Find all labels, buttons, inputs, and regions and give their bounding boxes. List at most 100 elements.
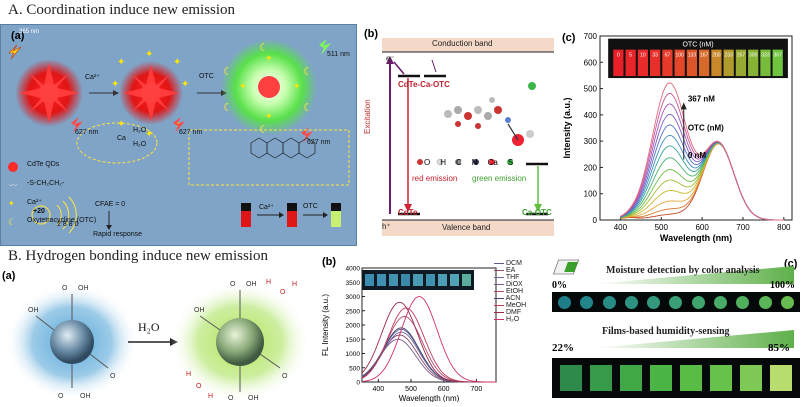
- svg-text:☾: ☾: [223, 102, 233, 114]
- cdte-qd-1: [15, 59, 83, 127]
- svg-text:☾: ☾: [8, 217, 16, 227]
- emission-lightning-icon-3: [301, 127, 313, 143]
- vial-h2o: [461, 274, 471, 286]
- svg-text:O: O: [110, 373, 116, 380]
- electron-label: e⁻: [386, 54, 395, 63]
- excitation-label: Excitation: [363, 99, 372, 134]
- solvent-spectrum-line: [361, 296, 496, 383]
- panel-b-b-label: (b): [322, 256, 337, 268]
- plot-frame: [599, 35, 793, 221]
- y-tick-label: 300: [584, 137, 598, 146]
- x-tick-label: 500: [655, 223, 669, 232]
- moisture-dot-4: [624, 295, 638, 309]
- conduction-band: [382, 38, 554, 52]
- svg-text:O: O: [280, 289, 286, 296]
- svg-text:O: O: [196, 383, 202, 390]
- energy-diagram: [382, 51, 554, 221]
- solvent-legend: DCM EA THF DiOX EtOH ACN MeOH DMF H₂O: [494, 260, 526, 323]
- y-tick-label: 700: [584, 32, 598, 41]
- svg-text:OH: OH: [80, 393, 91, 400]
- top-conc-label: 367 nM: [688, 95, 715, 104]
- moisture-title: Moisture detection by color analysis: [606, 265, 760, 276]
- panel-a-a-legend: 〰 ✦ ☾: [8, 162, 18, 227]
- x-tick-label: 400: [614, 223, 628, 232]
- otc-vial-label: 0: [617, 53, 620, 59]
- ca-h2o-2: H₂O: [133, 141, 147, 148]
- ca-charge: +20: [33, 208, 45, 215]
- x-axis-label: Wavelength (nm): [399, 394, 460, 402]
- atom-legend-labels: O H C N Ca S: [424, 158, 513, 167]
- svg-text:✦: ✦: [8, 199, 15, 208]
- otc-vial-label: 100: [675, 53, 684, 59]
- solvent-vial-strip: [362, 270, 474, 290]
- svg-text:OH: OH: [28, 307, 39, 314]
- legend-otc: Oxytetracycline (OTC): [27, 217, 97, 224]
- legend-meoh: MeOH: [494, 302, 526, 309]
- svg-text:O: O: [58, 393, 64, 400]
- otc-vial-label: 10: [640, 53, 646, 59]
- solvent-spectrum-line: [361, 301, 496, 383]
- cdte-qd-2: ✦✦✦ ✦✦✦ ✦✦: [111, 49, 189, 140]
- otc-vial: [723, 49, 734, 77]
- legend-ea: EA: [494, 267, 526, 274]
- film-square-4: [650, 365, 672, 391]
- moisture-dot-8: [714, 295, 728, 309]
- moisture-dot-5: [647, 295, 661, 309]
- rapid-response: Rapid response: [93, 231, 143, 238]
- otc-vial: [625, 49, 636, 77]
- cdte-ca-otc-qd: ✦✦✦✦ ☾☾☾ ☾☾☾: [221, 39, 317, 136]
- otc-vial-label: 133: [688, 53, 697, 59]
- emission-627-c: 627 nm: [307, 139, 331, 146]
- section-a-title: A. Coordination induce new emission: [8, 2, 236, 18]
- uv-wavelength: 365 nm: [19, 29, 40, 35]
- y-tick-label: 600: [584, 58, 598, 67]
- ca-arrow-label: Ca²⁺: [85, 74, 100, 81]
- green-emission-label: green emission: [472, 174, 527, 183]
- emission-511: 511 nm: [327, 51, 350, 58]
- y-tick-label: 400: [584, 111, 598, 120]
- atom-legend: [417, 158, 513, 166]
- otc-spectrum-line: [620, 82, 784, 221]
- green-lightning-icon: [319, 39, 331, 55]
- y-tick-label: 100: [584, 190, 598, 199]
- otc-arrow-label: OTC: [199, 73, 214, 80]
- otc-label: OTC (nM): [688, 124, 724, 133]
- svg-text:✦: ✦: [111, 79, 119, 90]
- otc-vial-label: 333: [761, 53, 770, 59]
- svg-text:☾: ☾: [303, 102, 313, 114]
- electron-config: 2 8 8 0: [57, 221, 79, 228]
- x-tick-label: 700: [471, 386, 483, 393]
- svg-text:☾: ☾: [223, 66, 233, 78]
- moisture-dot-1: [558, 295, 571, 309]
- vial-acn: [425, 274, 435, 286]
- ca-atom-diagram: [31, 196, 77, 234]
- otc-vial: [699, 49, 710, 77]
- otc-vial: [760, 49, 771, 77]
- emission-lightning-icon-2: [173, 117, 185, 133]
- x-tick-label: 400: [372, 386, 384, 393]
- x-tick-label: 600: [438, 386, 450, 393]
- red-emission-label: red emission: [412, 174, 458, 183]
- vial-dmf: [449, 274, 459, 286]
- film-square-3: [620, 365, 642, 391]
- panel-a-a-illustration: (a) ✦✦✦ ✦✦✦ ✦✦: [8, 30, 350, 234]
- film-square-8: [770, 365, 792, 391]
- y-tick-label: 200: [584, 163, 598, 172]
- moisture-dots-strip: [552, 292, 800, 312]
- svg-text:OH: OH: [194, 307, 205, 314]
- y-tick-label: 3000: [346, 294, 361, 301]
- ca-symbol: Ca: [117, 135, 126, 142]
- svg-text:O: O: [62, 285, 68, 292]
- otc-vial: [711, 49, 722, 77]
- solvent-spectrum-line: [361, 327, 496, 383]
- legend-acn: ACN: [494, 295, 526, 302]
- svg-text:✦: ✦: [145, 49, 153, 60]
- otc-vial-label: 267: [737, 53, 746, 59]
- valence-band-label: Valence band: [442, 223, 491, 232]
- atom-ca: Ca: [487, 158, 498, 167]
- y-tick-label: 2000: [346, 323, 361, 330]
- valence-band: [382, 220, 554, 236]
- legend-h2o: H₂O: [494, 316, 526, 323]
